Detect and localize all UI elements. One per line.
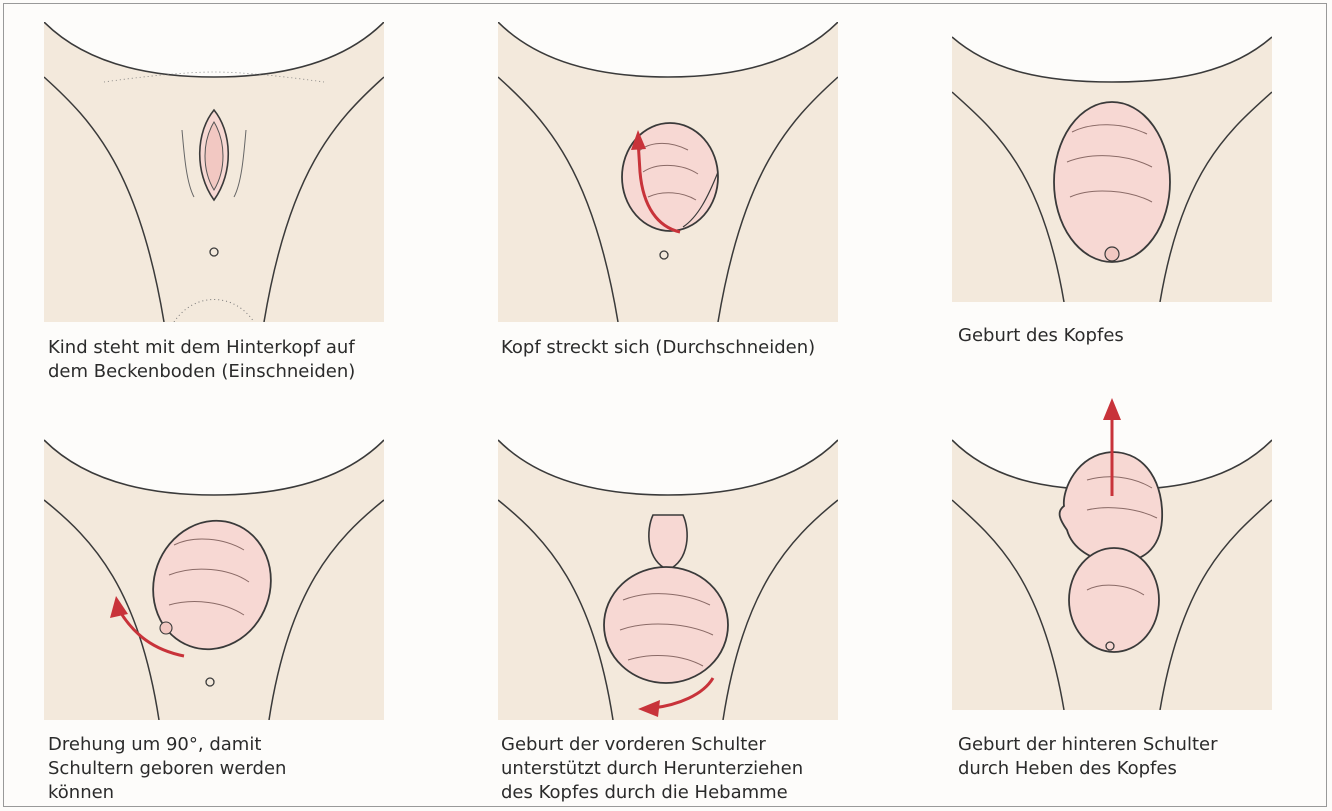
caption-crowning-line-2: dem Beckenboden (Einschneiden): [48, 360, 355, 384]
illustration-head-extension: [498, 22, 838, 322]
caption-crowning-line-1: Kind steht mit dem Hinterkopf auf: [48, 336, 355, 360]
illustration-head-birth-svg: [952, 22, 1272, 302]
illustration-rotation-svg: [44, 420, 384, 720]
caption-head-extension: Kopf streckt sich (Durchschneiden): [501, 336, 815, 360]
illustration-head-birth: [952, 22, 1272, 302]
caption-anterior-shoulder-line-3: des Kopfes durch die Hebamme: [501, 781, 803, 805]
caption-rotation-line-3: können: [48, 781, 286, 805]
caption-rotation-line-1: Drehung um 90°, damit: [48, 733, 286, 757]
caption-anterior-shoulder-line-2: unterstützt durch Herunterziehen: [501, 757, 803, 781]
caption-posterior-shoulder-line-1: Geburt der hinteren Schulter: [958, 733, 1218, 757]
illustration-posterior-shoulder: [952, 390, 1272, 710]
illustration-crowning: [44, 22, 384, 322]
illustration-crowning-svg: [44, 22, 384, 322]
caption-posterior-shoulder-line-2: durch Heben des Kopfes: [958, 757, 1218, 781]
caption-rotation-line-2: Schultern geboren werden: [48, 757, 286, 781]
illustration-anterior-shoulder-svg: [498, 420, 838, 720]
illustration-anterior-shoulder: [498, 420, 838, 720]
caption-head-extension-line-1: Kopf streckt sich (Durchschneiden): [501, 336, 815, 360]
caption-anterior-shoulder: Geburt der vorderen Schulter unterstützt…: [501, 733, 803, 805]
illustration-posterior-shoulder-svg: [952, 390, 1272, 710]
illustration-rotation: [44, 420, 384, 720]
caption-posterior-shoulder: Geburt der hinteren Schulter durch Heben…: [958, 733, 1218, 781]
caption-anterior-shoulder-line-1: Geburt der vorderen Schulter: [501, 733, 803, 757]
illustration-head-extension-svg: [498, 22, 838, 322]
caption-crowning: Kind steht mit dem Hinterkopf auf dem Be…: [48, 336, 355, 384]
caption-head-birth-line-1: Geburt des Kopfes: [958, 324, 1124, 348]
caption-head-birth: Geburt des Kopfes: [958, 324, 1124, 348]
caption-rotation: Drehung um 90°, damit Schultern geboren …: [48, 733, 286, 805]
